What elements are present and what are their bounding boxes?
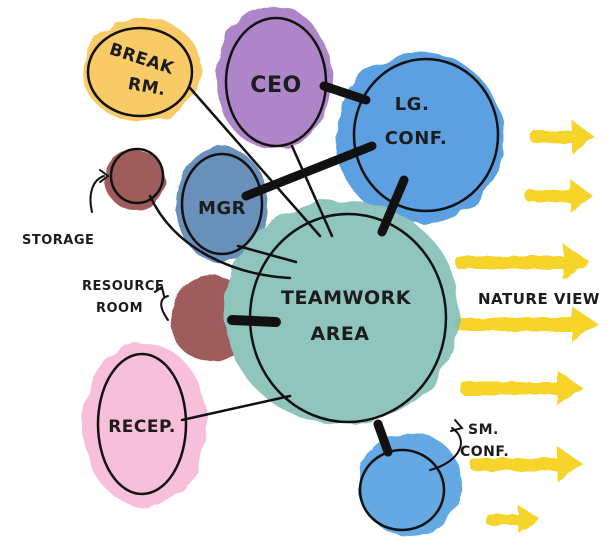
mgr-bubble[interactable] [180, 152, 264, 256]
recep-bubble[interactable] [96, 352, 188, 496]
sm-conf-pointer [429, 427, 462, 471]
link-recep-teamwork [180, 394, 292, 422]
storage-bubble[interactable] [109, 147, 165, 205]
lg-conf-label-line2: CONF. [385, 128, 448, 149]
break-room-fill [82, 18, 202, 122]
recep-label: RECEP. [108, 417, 176, 437]
link-storage-teamwork [148, 194, 292, 280]
ceo-label: CEO [250, 73, 301, 98]
storage-pointer [89, 175, 105, 213]
note-pointers [89, 169, 464, 471]
link-ceo-teamwork [290, 144, 334, 238]
connections [148, 81, 409, 457]
storage-pointer-tip [99, 169, 110, 183]
sm-conf-bubble[interactable] [358, 448, 446, 532]
link-mgr-lgconf [241, 141, 377, 201]
lg-conf-bubble[interactable] [352, 57, 500, 213]
lg-conf-fill [336, 52, 504, 224]
resource-pointer-tip [154, 285, 165, 297]
link-ceo-lgconf [319, 81, 371, 105]
resource-note-line1: RESOURCE [82, 279, 164, 294]
nature-arrow-6 [470, 446, 583, 482]
bubble-outlines [86, 16, 500, 532]
nature-view-note: NATURE VIEW [478, 290, 600, 308]
nature-arrow-3 [455, 244, 590, 280]
link-mgr-teamwork [236, 244, 298, 264]
lg-conf-label-line1: LG. [395, 94, 430, 115]
mgr-label: MGR [198, 198, 246, 219]
resource-pointer [160, 295, 169, 321]
ceo-bubble[interactable] [224, 16, 328, 148]
storage-note: STORAGE [22, 233, 94, 248]
mgr-fill [176, 147, 268, 263]
link-breakroom-teamwork [188, 86, 322, 238]
bubble-fills [82, 6, 504, 536]
nature-arrow-5 [460, 370, 583, 406]
break-room-bubble[interactable] [86, 26, 194, 118]
teamwork-fill [224, 200, 460, 424]
teamwork-label-line1: TEAMWORK [281, 287, 412, 309]
link-teamwork-smconf [373, 419, 393, 457]
sm-conf-pointer-tip [450, 419, 464, 432]
nature-arrow-7 [485, 505, 540, 533]
nature-view-arrows [455, 120, 598, 533]
nature-arrow-1 [530, 120, 595, 154]
nature-arrow-2 [525, 179, 593, 213]
teamwork-bubble[interactable] [248, 212, 448, 424]
teamwork-label-line2: AREA [310, 323, 369, 345]
ceo-fill [216, 6, 332, 150]
sm-conf-fill [358, 432, 462, 536]
nature-arrow-4 [455, 306, 598, 342]
resource-note-line2: ROOM [96, 301, 143, 316]
link-resource-teamwork [227, 315, 281, 327]
sm-conf-note-line1: SM. [468, 422, 499, 438]
sm-conf-note-line2: CONF. [460, 444, 509, 460]
